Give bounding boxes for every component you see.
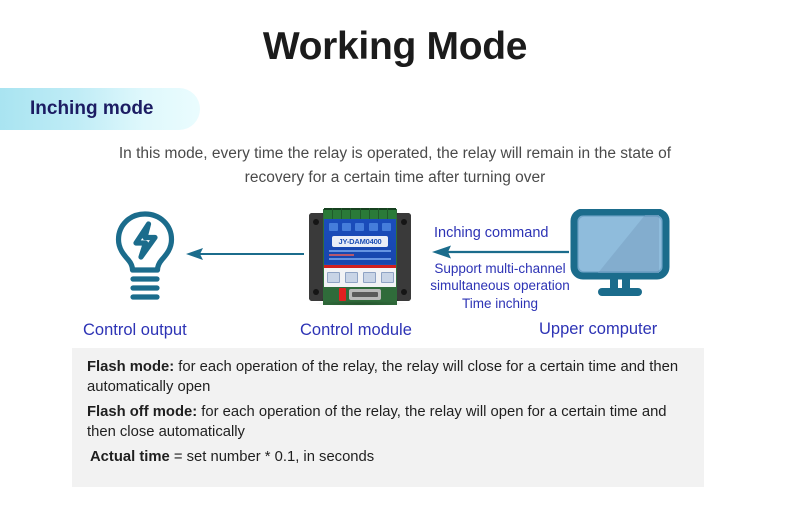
module-brand-label: JY-DAM0400 — [332, 236, 388, 247]
support-text-block: Support multi-channel simultaneous opera… — [420, 260, 580, 312]
mode-badge: Inching mode — [0, 88, 200, 130]
support-line-1: Support multi-channel — [434, 261, 566, 276]
flash-mode-paragraph: Flash mode: for each operation of the re… — [87, 358, 687, 397]
arrow-left-icon-command — [432, 244, 569, 265]
page-title: Working Mode — [262, 25, 528, 68]
label-upper-computer: Upper computer — [539, 320, 658, 338]
lightbulb-icon — [112, 208, 178, 305]
relay-module-image: JY-DAM0400 — [309, 205, 411, 308]
flash-mode-text: for each operation of the relay, the rel… — [87, 359, 679, 395]
module-side-bracket-right — [397, 213, 411, 301]
info-box: Flash mode: for each operation of the re… — [72, 348, 704, 487]
support-line-3: Time inching — [461, 295, 539, 311]
intro-description: In this mode, every time the relay is op… — [118, 145, 672, 187]
flash-off-mode-title: Flash off mode: — [87, 404, 198, 420]
module-db9-connector — [349, 289, 381, 300]
arrow-left-icon-output — [186, 246, 304, 267]
actual-time-text: = set number * 0.1, in seconds — [169, 449, 375, 465]
label-control-module: Control module — [300, 321, 412, 339]
actual-time-paragraph: Actual time = set number * 0.1, in secon… — [90, 448, 690, 468]
flash-off-mode-text: for each operation of the relay, the rel… — [87, 404, 667, 440]
flash-mode-title: Flash mode: — [87, 359, 175, 375]
support-line-2: simultaneous operation — [430, 278, 570, 294]
module-terminals — [324, 208, 396, 221]
monitor-icon — [570, 208, 670, 306]
diagram: JY-DAM0400 Inching command — [0, 200, 790, 345]
module-faceplate: JY-DAM0400 — [324, 219, 396, 287]
flash-off-mode-paragraph: Flash off mode: for each operation of th… — [87, 403, 687, 442]
module-side-bracket-left — [309, 213, 323, 301]
actual-time-title: Actual time — [90, 449, 170, 465]
inching-command-label: Inching command — [434, 225, 549, 241]
module-power-connector — [339, 288, 346, 301]
mode-badge-label: Inching mode — [30, 98, 154, 119]
label-control-output: Control output — [83, 321, 187, 339]
